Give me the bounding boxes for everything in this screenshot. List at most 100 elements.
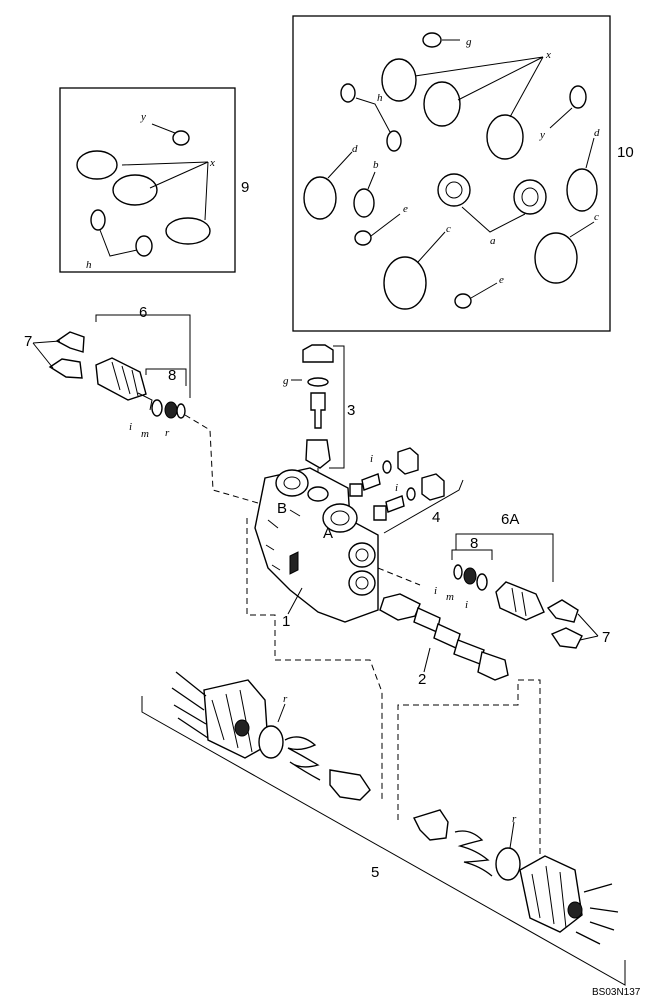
plugs-4: i i 4: [349, 447, 464, 534]
clip-7-right-lower: [550, 627, 583, 649]
callout-6: 6: [139, 304, 147, 321]
port-label-a: A: [323, 525, 333, 542]
seal-d-1: [303, 176, 337, 220]
label-r-left-cap: r: [283, 693, 288, 705]
leader-y: [151, 123, 176, 134]
label-g-10: g: [466, 36, 472, 48]
label-y: y: [140, 111, 146, 123]
bracket-5: [141, 696, 626, 986]
label-d-1: d: [352, 143, 358, 155]
label-c-2: c: [594, 211, 599, 223]
label-i-4a: i: [370, 453, 373, 465]
port-b: [275, 469, 309, 497]
spring-left: [284, 736, 321, 781]
seal-d-2: [566, 168, 598, 212]
spring-caps-5: 5 r r: [141, 518, 626, 986]
seal-x-a: [381, 58, 417, 102]
label-g-3: g: [283, 375, 289, 387]
seal-e-1: [354, 230, 372, 246]
label-d-2: d: [594, 127, 600, 139]
plug-3: [302, 344, 334, 363]
spring-4-upper: [361, 473, 381, 491]
port-label-b: B: [277, 500, 287, 517]
label-m-left: m: [141, 428, 149, 440]
callout-7-left: 7: [24, 333, 32, 350]
clip-7-right-upper: [546, 599, 579, 623]
seal-h-1: [90, 209, 106, 231]
ring-g-3: [307, 377, 329, 387]
label-m-right: m: [446, 591, 454, 603]
spool-end-right: [477, 651, 509, 681]
cartridge-6a: [495, 581, 545, 621]
callout-9: 9: [241, 179, 249, 196]
seal-x-1: [76, 150, 118, 180]
ring-i-right-2: [476, 573, 488, 591]
seal-c-1: [383, 256, 427, 310]
seal-c-2: [534, 232, 578, 284]
ring-i-left: [151, 399, 163, 417]
clip-7-lower: [48, 358, 83, 379]
spool-end-left: [379, 593, 421, 621]
oring-left: [258, 725, 284, 759]
label-x-10: x: [545, 49, 551, 61]
label-e-2: e: [499, 274, 504, 286]
seal-x-2: [112, 174, 158, 206]
seal-kit-10: g x h y d d b a e c c: [292, 15, 634, 332]
leader-x-10: [414, 56, 544, 118]
seal-b: [353, 188, 375, 218]
cap-left: [203, 679, 269, 759]
seat-left: [329, 769, 371, 801]
label-b: b: [373, 159, 379, 171]
callout-5: 5: [371, 864, 379, 881]
ring-m-right: [463, 567, 477, 585]
callout-1: 1: [282, 613, 290, 630]
callout-4: 4: [432, 509, 440, 526]
seal-a-1: [437, 173, 471, 207]
label-y-10: y: [539, 129, 545, 141]
kit-9-frame: [59, 87, 236, 273]
callout-6a: 6A: [501, 511, 519, 528]
spool-land-3: [453, 639, 485, 665]
valve-body-1: B A 1: [254, 467, 421, 630]
poppet-4-lower: [373, 505, 387, 521]
cap-right: [519, 855, 583, 933]
plug-4-upper: [397, 447, 419, 475]
side-port-lower: [348, 570, 376, 596]
callout-8-left: 8: [168, 367, 176, 384]
label-i-right-1: i: [434, 585, 437, 597]
dash-link-right: [397, 679, 541, 860]
seal-e-2: [454, 293, 472, 309]
seal-kit-9: y x h 9: [59, 87, 249, 273]
label-a: a: [490, 235, 496, 247]
label-i-right-2: i: [465, 599, 468, 611]
clip-7-upper: [55, 331, 85, 353]
seat-right: [413, 809, 449, 841]
port-a: [322, 503, 358, 533]
seal-x-c: [486, 114, 524, 160]
spool-2: 2: [379, 593, 509, 688]
check-valve-3: g 3: [283, 344, 355, 488]
spring-right: [454, 830, 493, 877]
label-c-1: c: [446, 223, 451, 235]
cartridge-6: [95, 357, 147, 401]
ring-i-right-1: [453, 564, 463, 580]
leader-x: [121, 161, 209, 221]
label-e-1: e: [403, 203, 408, 215]
plug-4-lower: [421, 473, 445, 501]
seal-a-2: [513, 179, 547, 215]
ring-m-left: [164, 401, 178, 419]
dash-link-left: [246, 518, 383, 800]
spring-4-lower: [385, 495, 405, 513]
seal-y: [172, 130, 190, 146]
seal-h-a: [340, 83, 356, 103]
callout-2: 2: [418, 671, 426, 688]
label-h-10: h: [377, 92, 383, 104]
label-r-left: r: [165, 427, 170, 439]
label-x: x: [209, 157, 215, 169]
leader-h: [99, 229, 138, 257]
seal-h-2: [135, 235, 153, 257]
check-3: [305, 439, 331, 469]
relief-valve-6: 6 7 8 i m r: [24, 304, 259, 504]
callout-3: 3: [347, 402, 355, 419]
